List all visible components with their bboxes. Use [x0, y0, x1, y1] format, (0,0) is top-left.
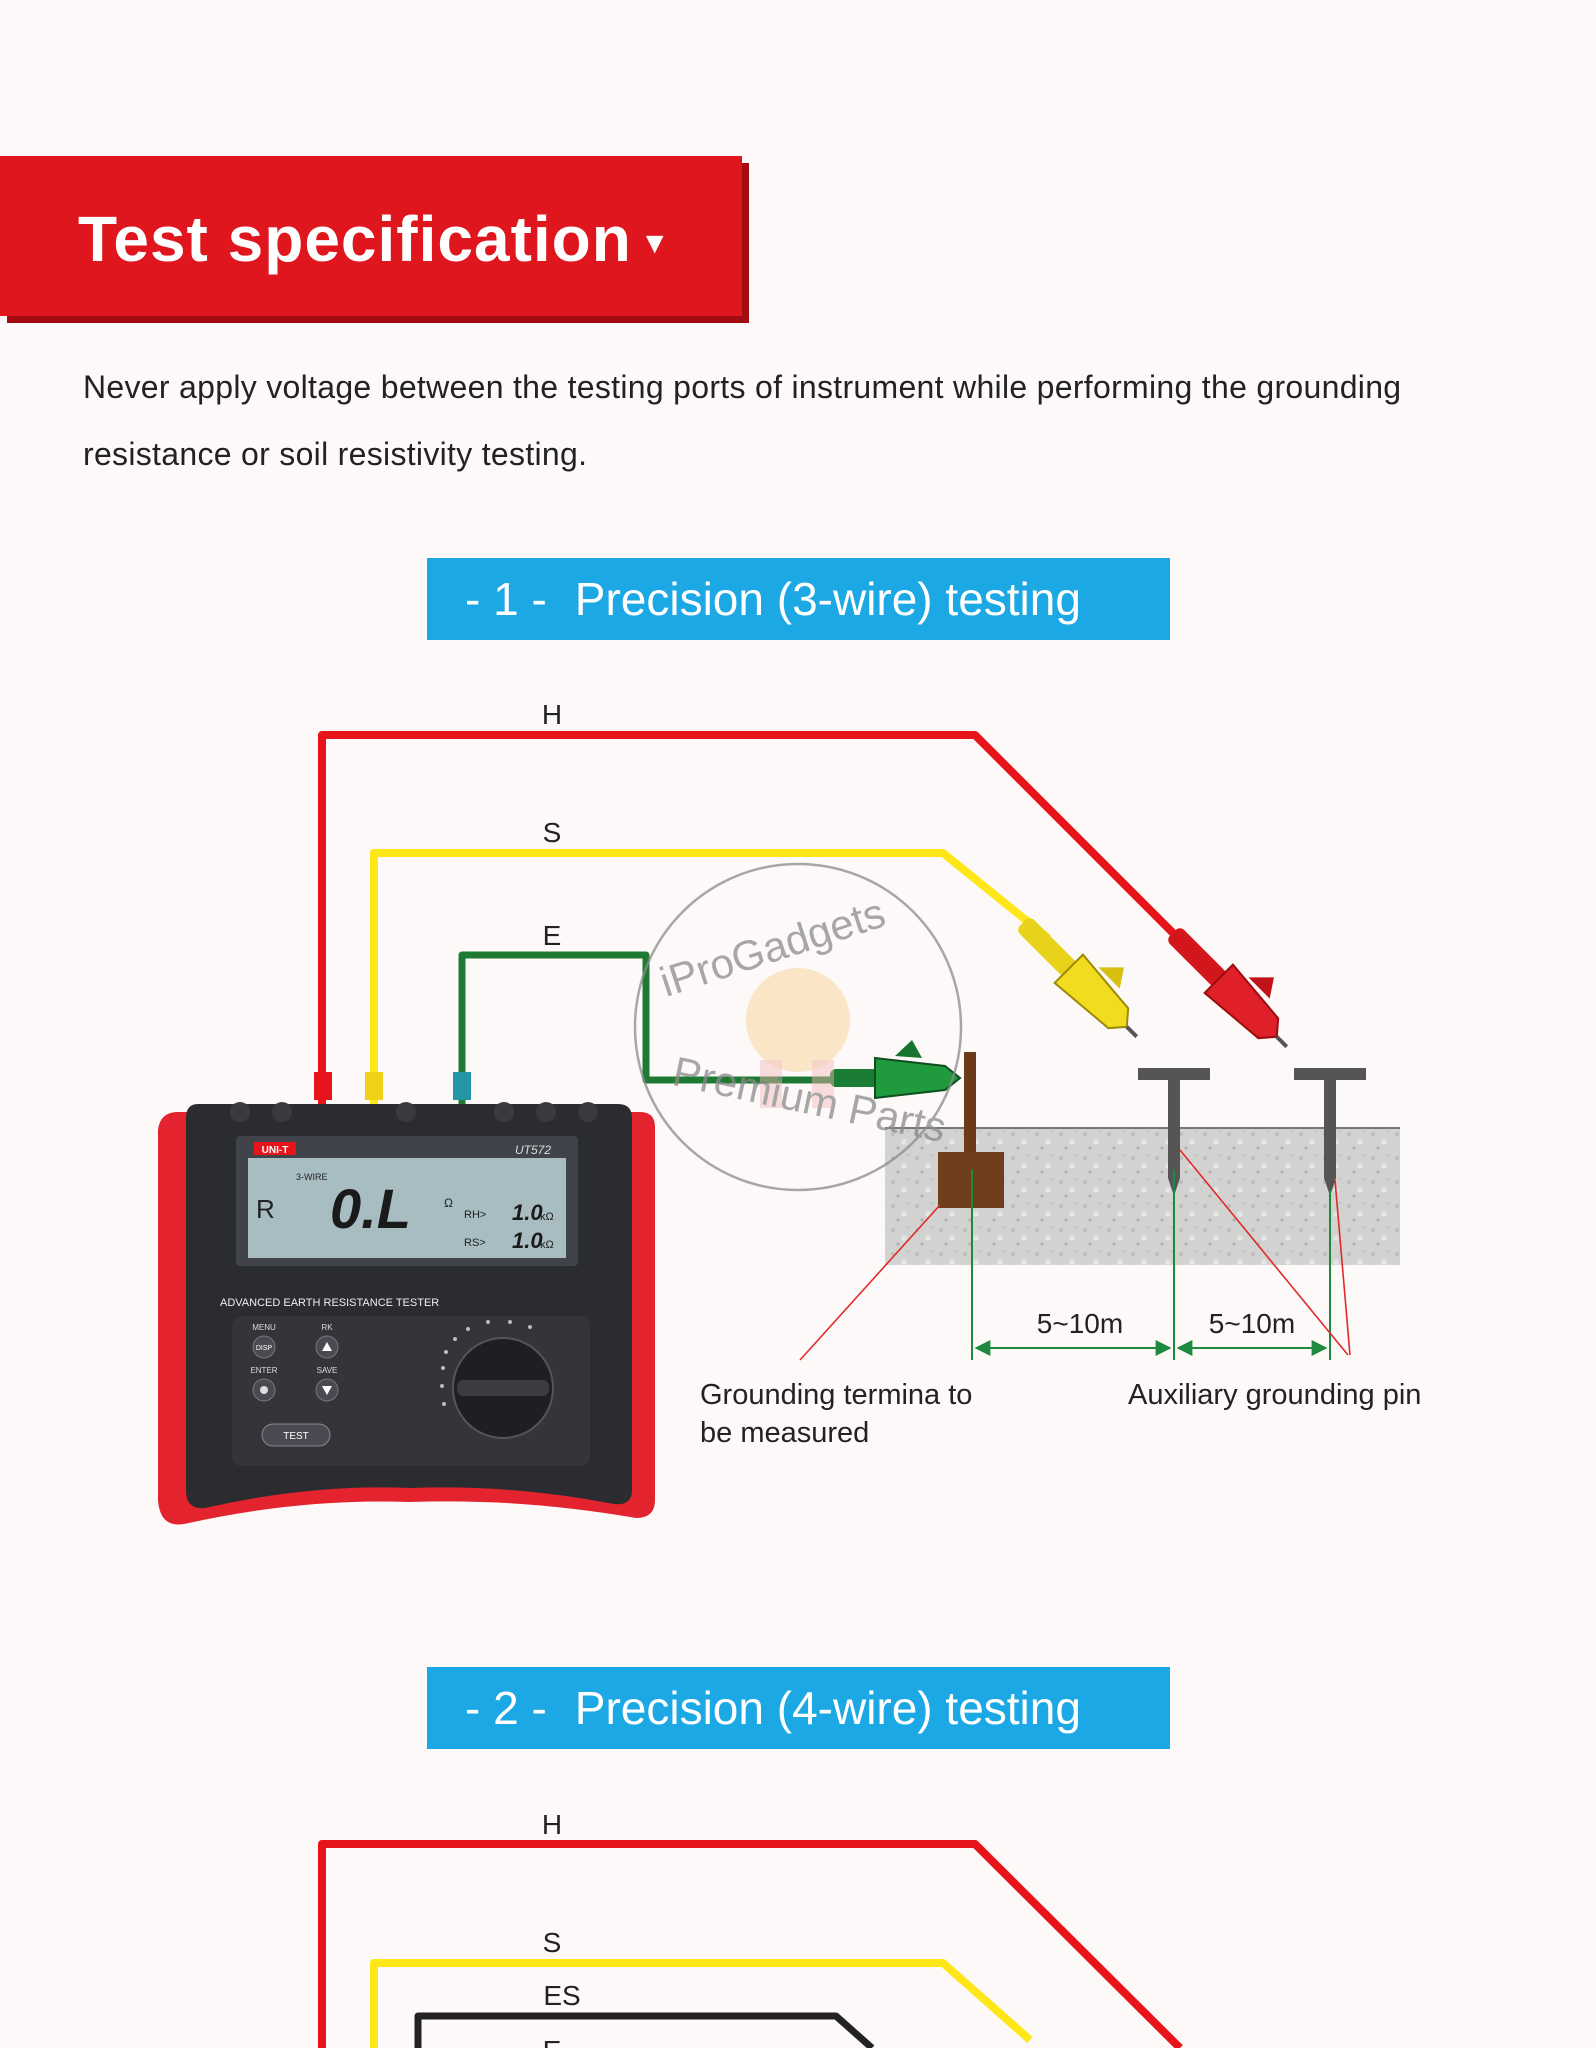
lcd-rs-unit: kΩ — [540, 1239, 554, 1251]
lcd-rs-value: 1.0 — [512, 1228, 543, 1253]
section-title: Precision (4-wire) testing — [574, 1682, 1081, 1734]
green-clip-icon — [830, 1040, 962, 1100]
auxiliary-pin-h — [1294, 1068, 1366, 1196]
wire-label-h-2: H — [542, 1809, 562, 1840]
label-enter: ENTER — [250, 1366, 277, 1375]
lcd-r-symbol: R — [256, 1194, 275, 1224]
watermark-logo: iProGadgets Premium Parts — [633, 862, 963, 1192]
wire-s-2 — [370, 1959, 1033, 2048]
rotary-selector-knob — [440, 1320, 554, 1439]
wire-s — [370, 849, 1051, 1106]
lcd-mode: 3-WIRE — [296, 1172, 328, 1182]
lcd-unit: Ω — [444, 1196, 453, 1210]
wire-es-2 — [414, 2012, 875, 2048]
distance-markers — [971, 1170, 1331, 1360]
page-title: Test specification▼ — [78, 203, 671, 275]
label-disp: DISP — [256, 1345, 273, 1352]
wire-h-2 — [318, 1840, 1183, 2048]
triangle-down-icon: ▼ — [639, 227, 671, 261]
wire-label-s-2: S — [543, 1927, 562, 1958]
header-banner: Test specification▼ — [0, 156, 742, 316]
label-rk: RK — [321, 1323, 333, 1332]
safety-notice: Never apply voltage between the testing … — [83, 369, 1402, 472]
lcd-rh-unit: kΩ — [540, 1211, 554, 1223]
section-number: - 1 - — [465, 573, 547, 625]
section-tab-4-wire: - 2 - Precision (4-wire) testing — [427, 1667, 1170, 1749]
wire-label-h: H — [542, 699, 562, 730]
label-menu: MENU — [252, 1323, 276, 1332]
label-save: SAVE — [317, 1366, 338, 1375]
caption-grounding-terminal: Grounding termina to be measured — [700, 1379, 981, 1449]
section-title: Precision (3-wire) testing — [574, 573, 1081, 625]
wire-label-e-2: E — [543, 2035, 562, 2048]
wire-label-s: S — [543, 817, 562, 848]
wire-h — [318, 731, 1203, 1106]
red-clip-icon — [1168, 928, 1289, 1049]
section-tab-3-wire: - 1 - Precision (3-wire) testing — [427, 558, 1170, 640]
test-button — [261, 1423, 331, 1447]
grounding-terminal-rod — [964, 1052, 976, 1162]
pointer-lines — [799, 1149, 1351, 1361]
lcd-rs-label: RS> — [464, 1237, 486, 1249]
arrow-up-icon — [322, 1342, 332, 1351]
device-model: UT572 — [515, 1143, 551, 1157]
wire-label-e: E — [543, 920, 562, 951]
section-number: - 2 - — [465, 1682, 547, 1734]
arrow-down-icon — [322, 1386, 332, 1395]
lcd-rh-label: RH> — [464, 1209, 486, 1221]
device-brand: UNI-T — [262, 1145, 289, 1156]
yellow-clip-icon — [1018, 918, 1139, 1039]
lcd-rh-value: 1.0 — [512, 1200, 543, 1225]
caption-auxiliary-pin: Auxiliary grounding pin — [1128, 1379, 1421, 1411]
wire-e — [458, 951, 860, 1106]
device-panel-label: ADVANCED EARTH RESISTANCE TESTER — [220, 1297, 439, 1309]
label-test: TEST — [283, 1431, 309, 1442]
disp-button — [252, 1335, 276, 1359]
wire-label-es-2: ES — [543, 1980, 580, 2011]
bulb-icon — [260, 1386, 268, 1394]
auxiliary-pin-s — [1138, 1068, 1210, 1196]
lcd-reading: 0.L — [330, 1177, 411, 1240]
distance-label-2: 5~10m — [1209, 1308, 1295, 1339]
distance-label-1: 5~10m — [1037, 1308, 1123, 1339]
earth-resistance-tester: UNI-T UT572 3-WIRE R 0.L Ω RH> 1.0 kΩ RS… — [158, 1072, 655, 1525]
